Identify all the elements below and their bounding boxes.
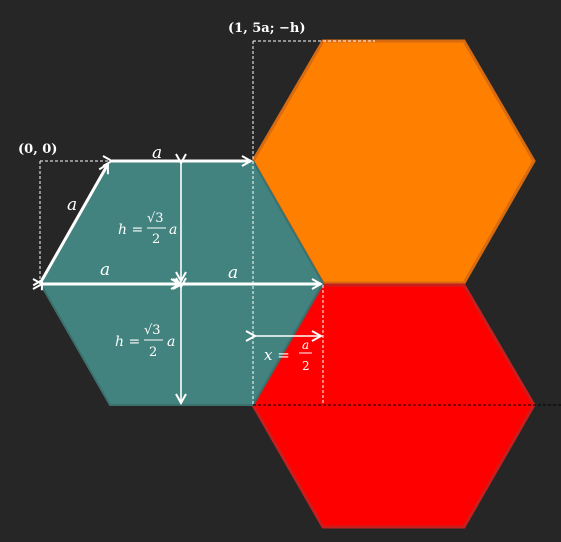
svg-text:2: 2 [152, 232, 160, 247]
side-a-slant-label: a [67, 195, 77, 215]
svg-text:2: 2 [302, 359, 310, 373]
svg-text:√3: √3 [147, 211, 164, 226]
svg-text:h =: h = [118, 222, 143, 238]
half-width-right-label: a [228, 263, 238, 283]
half-width-left-label: a [100, 260, 110, 280]
side-a-top-label: a [152, 143, 162, 163]
svg-text:x =: x = [264, 346, 290, 364]
x-formula: x = a 2 [264, 338, 312, 373]
svg-text:2: 2 [149, 345, 157, 360]
svg-text:a: a [169, 222, 177, 238]
height-formula-lower: h = √3 2 a [115, 323, 175, 360]
svg-text:√3: √3 [144, 323, 161, 338]
svg-text:a: a [167, 334, 175, 350]
height-formula-upper: h = √3 2 a [118, 211, 177, 247]
svg-text:h =: h = [115, 334, 140, 350]
corner-coordinate-label: (1, 5a; −h) [228, 21, 306, 36]
origin-label: (0, 0) [18, 142, 57, 157]
svg-text:a: a [302, 338, 309, 352]
side-a-slant-arrow [42, 164, 110, 280]
